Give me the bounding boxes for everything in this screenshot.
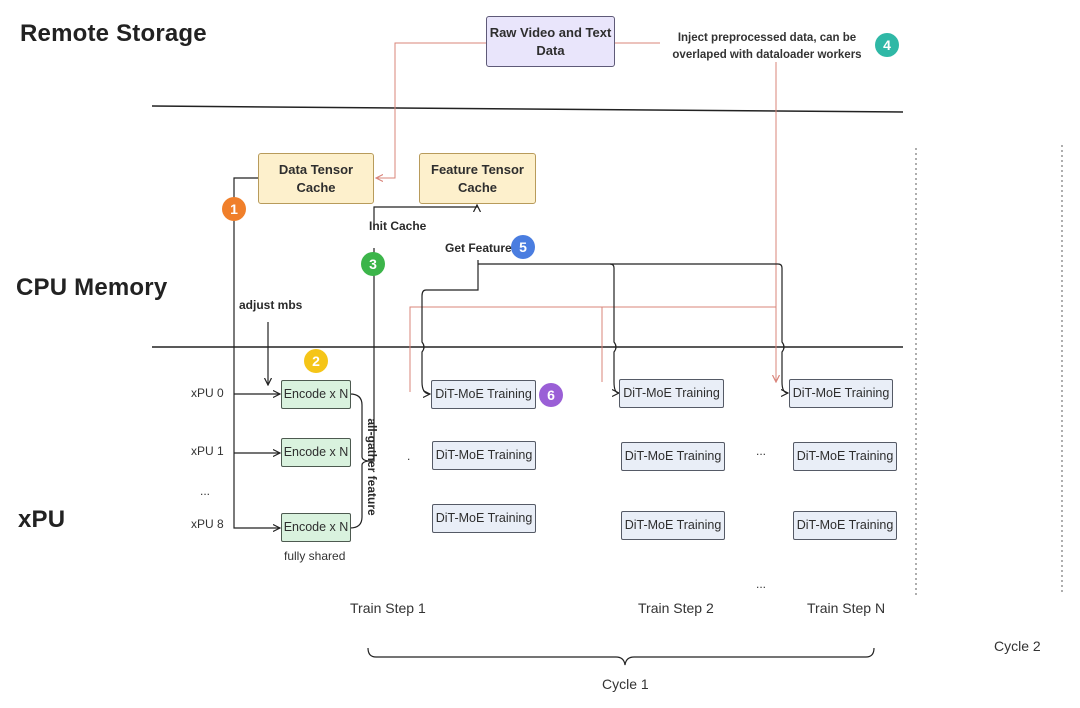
dit-box-s1-r3: DiT-MoE Training <box>432 504 536 533</box>
dit-box-s2-r1: DiT-MoE Training <box>619 379 724 408</box>
get-feature-label: Get Feature <box>445 241 512 255</box>
xpu-0-label: xPU 0 <box>191 386 224 400</box>
all-gather-label: all-gather feature <box>365 418 379 516</box>
dit-box-s2-r2: DiT-MoE Training <box>621 442 725 471</box>
data-tensor-cache-box: Data Tensor Cache <box>258 153 374 204</box>
cycle-1-label: Cycle 1 <box>602 676 649 692</box>
dit-box-sn-r2: DiT-MoE Training <box>793 442 897 471</box>
get-feature-lines <box>421 260 788 394</box>
data-tensor-cache-label: Data Tensor Cache <box>278 161 354 195</box>
remote-cpu-separator <box>151 105 904 113</box>
xpu-1-label: xPU 1 <box>191 444 224 458</box>
badge-3: 3 <box>361 252 385 276</box>
badge-4: 4 <box>875 33 899 57</box>
train-step-1-label: Train Step 1 <box>350 600 426 616</box>
dit-box-s1-r2: DiT-MoE Training <box>432 441 536 470</box>
dit-box-s2-r3: DiT-MoE Training <box>621 511 725 540</box>
dit-box-s1-r1: DiT-MoE Training <box>431 380 536 409</box>
dit-label: DiT-MoE Training <box>796 518 894 533</box>
layer-remote-storage: Remote Storage <box>20 20 207 47</box>
dit-label: DiT-MoE Training <box>435 511 533 526</box>
encode-box-xpu1: Encode x N <box>281 438 351 467</box>
layer-cpu-memory: CPU Memory <box>16 274 168 301</box>
badge-2: 2 <box>304 349 328 373</box>
dit-box-sn-r1: DiT-MoE Training <box>789 379 893 408</box>
raw-data-box: Raw Video and Text Data <box>486 16 615 67</box>
xpu-ellipsis: ... <box>200 484 211 498</box>
dit-label: DiT-MoE Training <box>623 386 720 401</box>
cycle-2-label: Cycle 2 <box>994 638 1041 654</box>
encode-label: Encode x N <box>283 387 349 402</box>
feature-tensor-cache-label: Feature Tensor Cache <box>431 161 524 195</box>
train-step-n-label: Train Step N <box>807 600 886 616</box>
fully-shared-label: fully shared <box>284 549 346 563</box>
cycle-1-brace <box>367 647 875 666</box>
badge-1: 1 <box>222 197 246 221</box>
layer-xpu: xPU <box>18 506 66 533</box>
inject-note: Inject preprocessed data, can be overlap… <box>672 32 862 61</box>
dit-box-sn-r3: DiT-MoE Training <box>793 511 897 540</box>
xpu-8-label: xPU 8 <box>191 517 224 531</box>
dit-label: DiT-MoE Training <box>796 449 894 464</box>
dit-label: DiT-MoE Training <box>435 387 532 402</box>
dit-label: DiT-MoE Training <box>435 448 533 463</box>
train-step-2-label: Train Step 2 <box>638 600 714 616</box>
badge-5: 5 <box>511 235 535 259</box>
dit-label: DiT-MoE Training <box>624 518 722 533</box>
encode-box-xpu0: Encode x N <box>281 380 351 409</box>
init-cache-label: Init Cache <box>369 219 427 233</box>
inject-lines <box>376 42 776 392</box>
encode-label: Encode x N <box>283 520 349 535</box>
encode-label: Encode x N <box>283 445 349 460</box>
ellipsis-bottom: ... <box>756 577 767 591</box>
raw-data-label: Raw Video and Text Data <box>489 24 612 58</box>
adjust-mbs-label: adjust mbs <box>239 298 303 312</box>
dit-label: DiT-MoE Training <box>624 449 722 464</box>
dit-label: DiT-MoE Training <box>792 386 890 401</box>
encode-box-xpu8: Encode x N <box>281 513 351 542</box>
dot-mark: . <box>407 449 411 463</box>
ellipsis-mid: ... <box>756 444 767 458</box>
all-gather-brace <box>349 205 477 529</box>
badge-6: 6 <box>539 383 563 407</box>
data-cache-bus <box>233 177 280 528</box>
feature-tensor-cache-box: Feature Tensor Cache <box>419 153 536 204</box>
